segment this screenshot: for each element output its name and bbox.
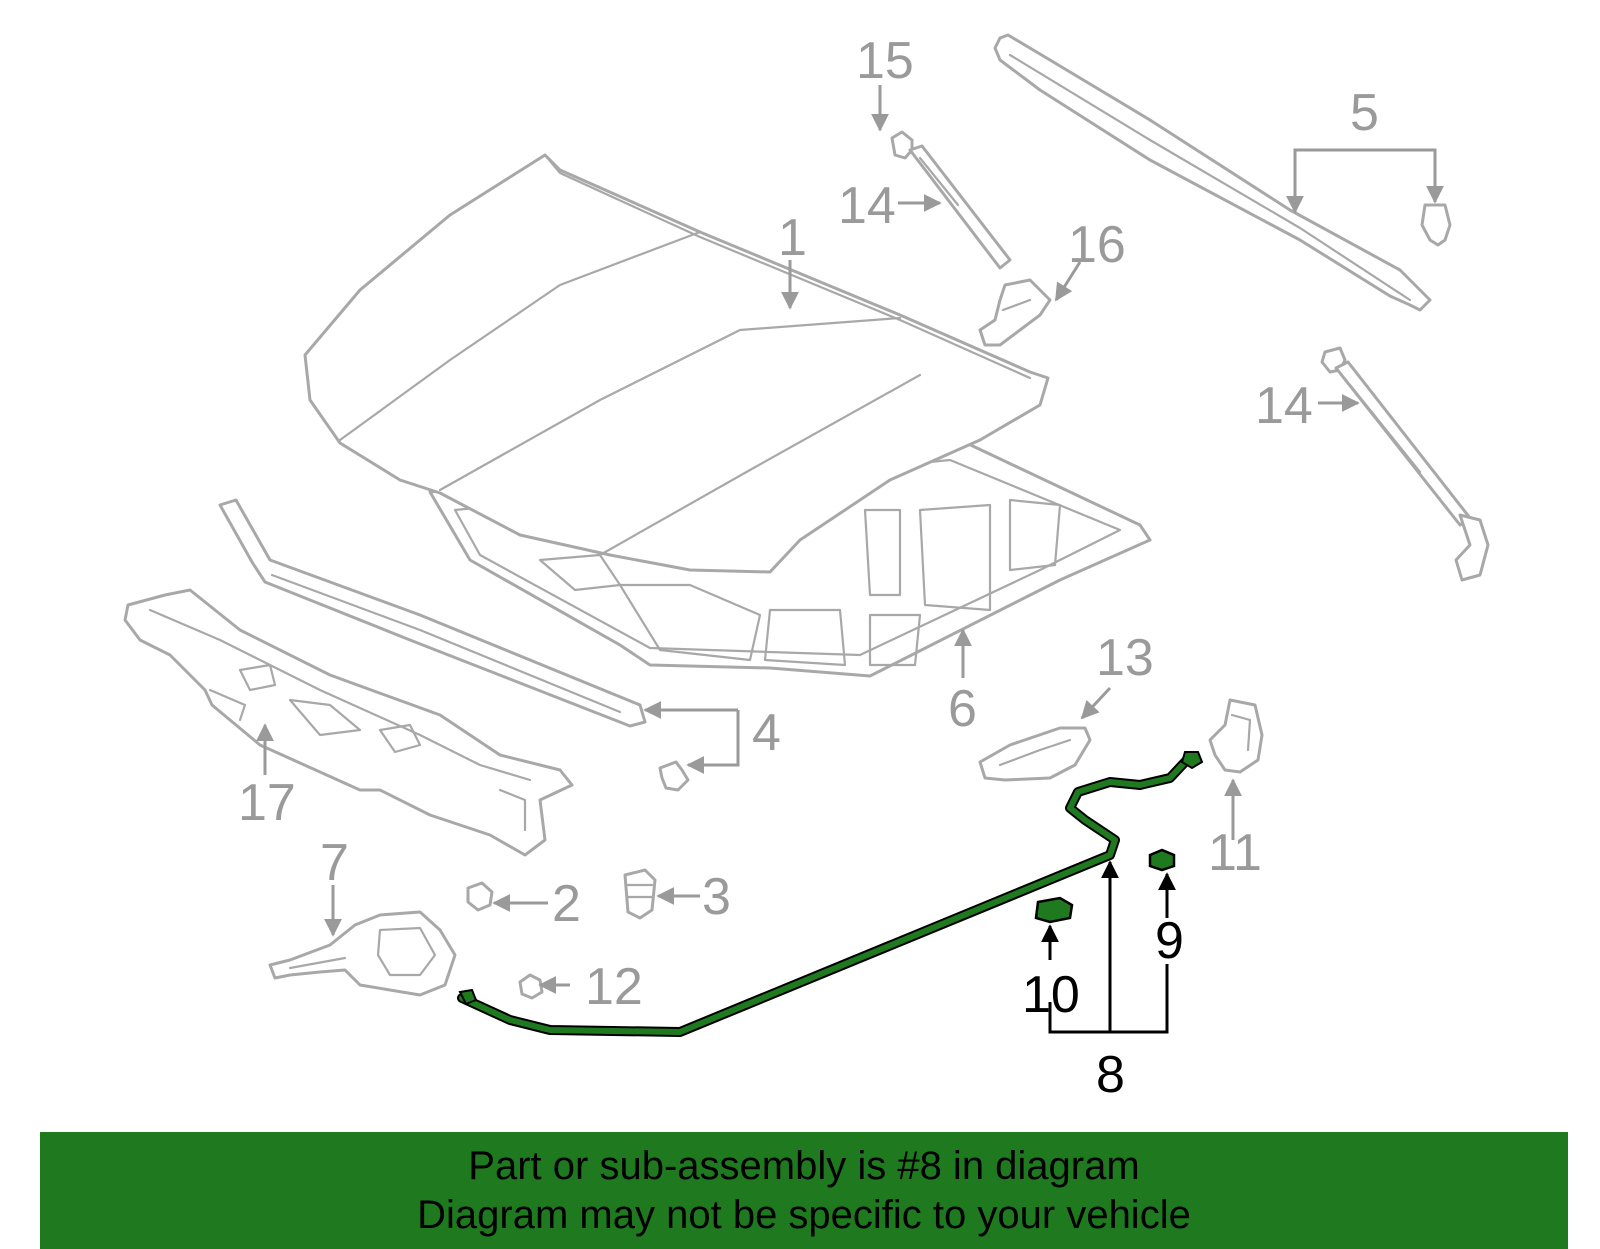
callout-7: 7 [320,834,349,892]
hood-latch-part [268,910,457,997]
callout-3: 3 [702,868,731,926]
release-handle-part [978,726,1092,782]
weatherstrip-part [993,33,1432,312]
cable-guide-part [1208,698,1264,774]
callout-14b: 14 [1255,377,1313,435]
callout-11: 11 [1208,824,1262,882]
hood-strut-upper-part [890,130,1012,270]
callout-8: 8 [1096,1046,1125,1104]
callout-9: 9 [1155,912,1184,970]
callout-10: 10 [1022,966,1080,1024]
banner-line-2: Diagram may not be specific to your vehi… [417,1192,1191,1237]
hood-support-part [123,588,574,857]
hood-seal-part [218,498,647,728]
strut-bracket-part [978,278,1052,347]
callout-1: 1 [778,209,807,267]
bumper-stop-part [623,868,657,920]
clip-12-part [518,973,544,1000]
nut-part [466,881,494,912]
banner-line-1: Part or sub-assembly is #8 in diagram [468,1143,1140,1188]
callout-6: 6 [948,680,977,738]
callout-2: 2 [552,875,581,933]
info-banner: Part or sub-assembly is #8 in diagram Di… [40,1132,1568,1249]
hood-strut-right-part [1320,346,1490,582]
callout-14a: 14 [838,177,896,235]
callout-15: 15 [856,32,914,90]
hood-release-cable-part [457,751,1204,1037]
callout-17: 17 [238,774,296,832]
callout-12: 12 [585,958,643,1016]
leader-lines [256,85,1444,1034]
callout-4: 4 [752,704,781,762]
callout-13: 13 [1096,629,1154,687]
grommet-9-part [1148,848,1176,872]
seal-clip-part [658,760,690,792]
weatherstrip-clip-part [1420,203,1452,247]
callout-16: 16 [1068,216,1126,274]
callout-5: 5 [1350,84,1379,142]
hood-part [303,153,1050,574]
cable-clip-10-part [1034,896,1074,924]
callouts: 1 2 3 4 5 6 7 8 9 10 11 12 13 14 14 15 1… [238,32,1379,1104]
